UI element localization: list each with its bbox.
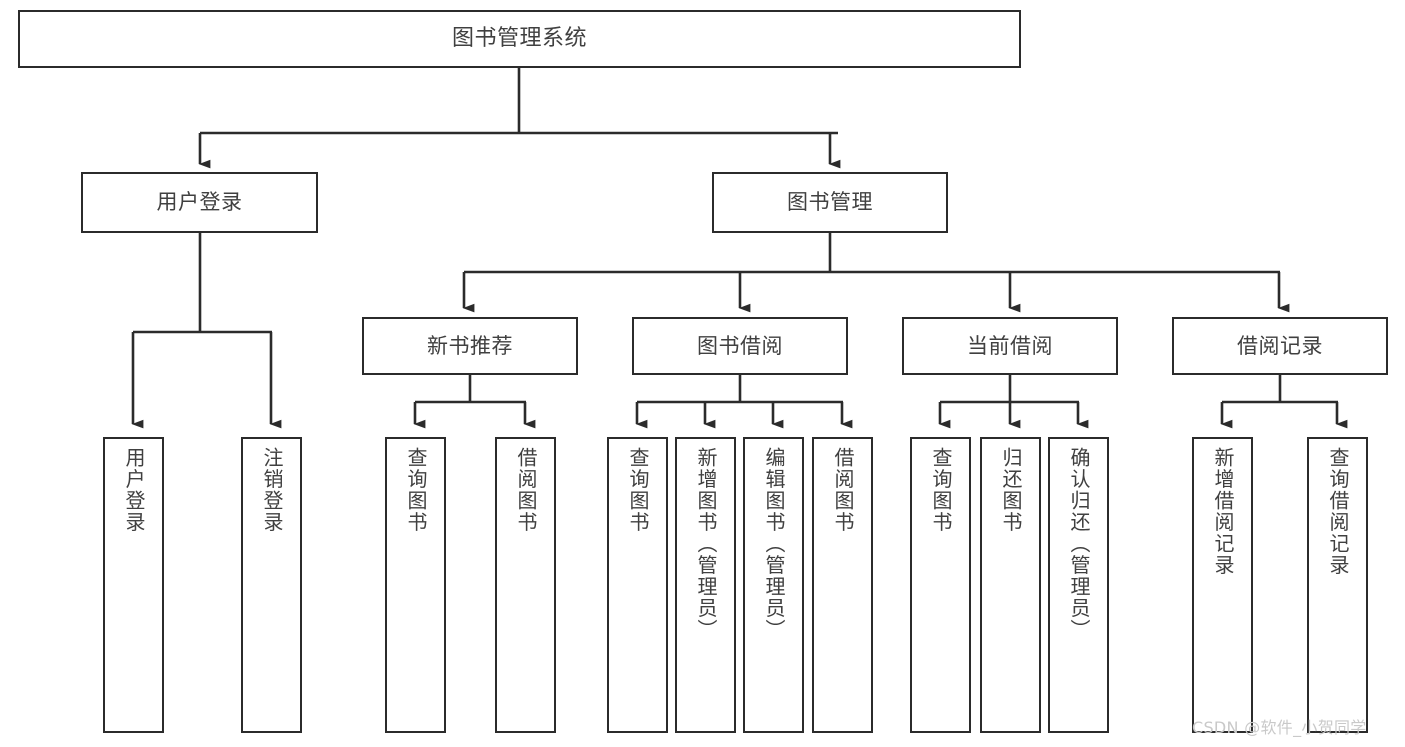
node-leaf-borrow-book-1[interactable]: 借阅图书 [495,437,556,733]
csdn-watermark: CSDN @软件_小贺同学 [1192,718,1367,737]
node-book-borrow[interactable]: 图书借阅 [632,317,848,375]
node-borrow-record[interactable]: 借阅记录 [1172,317,1388,375]
node-leaf-edit-book-label: 编辑图书（管理员） [762,447,786,641]
node-leaf-user-logout[interactable]: 注销登录 [241,437,302,733]
node-leaf-user-login-label: 用户登录 [122,447,146,533]
node-current-borrow-label: 当前借阅 [967,333,1053,358]
node-leaf-borrow-book-1-label: 借阅图书 [514,447,538,533]
node-user-login[interactable]: 用户登录 [81,172,318,233]
node-root-label: 图书管理系统 [451,26,587,52]
node-leaf-borrow-book-2[interactable]: 借阅图书 [812,437,873,733]
node-book-borrow-label: 图书借阅 [697,333,783,358]
node-user-login-label: 用户登录 [156,190,243,215]
node-leaf-add-record[interactable]: 新增借阅记录 [1192,437,1253,733]
node-leaf-confirm-return-label: 确认归还（管理员） [1067,447,1091,641]
edge-current-borrow-to-leaves [938,375,1089,429]
node-leaf-confirm-return[interactable]: 确认归还（管理员） [1048,437,1109,733]
node-leaf-add-book-label: 新增图书（管理员） [694,447,718,641]
node-new-book-recommend-label: 新书推荐 [427,333,513,358]
edge-borrow-record-to-leaves [1220,375,1348,429]
edge-book-manage-to-level3 [462,233,1290,313]
node-leaf-query-record[interactable]: 查询借阅记录 [1307,437,1368,733]
node-leaf-user-login[interactable]: 用户登录 [103,437,164,733]
node-leaf-query-record-label: 查询借阅记录 [1326,447,1350,576]
edge-user-login-to-leaves [131,233,282,429]
node-book-manage-label: 图书管理 [787,190,873,215]
node-leaf-borrow-book-2-label: 借阅图书 [831,447,855,533]
node-leaf-query-book-3-label: 查询图书 [929,447,953,533]
node-book-manage[interactable]: 图书管理 [712,172,948,233]
node-leaf-query-book-2[interactable]: 查询图书 [607,437,668,733]
node-new-book-recommend[interactable]: 新书推荐 [362,317,578,375]
edge-new-book-recommend-to-leaves [413,375,536,429]
node-leaf-edit-book[interactable]: 编辑图书（管理员） [743,437,804,733]
node-current-borrow[interactable]: 当前借阅 [902,317,1118,375]
node-leaf-user-logout-label: 注销登录 [260,447,284,533]
node-leaf-add-book[interactable]: 新增图书（管理员） [675,437,736,733]
node-leaf-query-book-1-label: 查询图书 [404,447,428,533]
edge-root-to-level2 [198,68,841,169]
node-borrow-record-label: 借阅记录 [1237,333,1323,358]
node-leaf-query-book-2-label: 查询图书 [626,447,650,533]
node-leaf-return-book[interactable]: 归还图书 [980,437,1041,733]
node-leaf-query-book-1[interactable]: 查询图书 [385,437,446,733]
node-root[interactable]: 图书管理系统 [18,10,1021,68]
node-leaf-return-book-label: 归还图书 [999,447,1023,533]
edge-book-borrow-to-leaves [635,375,853,429]
node-leaf-add-record-label: 新增借阅记录 [1211,447,1235,576]
node-leaf-query-book-3[interactable]: 查询图书 [910,437,971,733]
